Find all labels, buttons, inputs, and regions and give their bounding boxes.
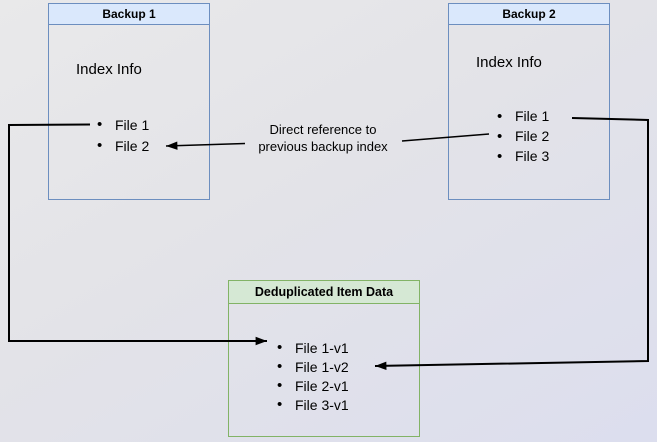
backup2-file-list: File 1 File 2 File 3 bbox=[497, 106, 549, 166]
list-item: File 1-v2 bbox=[277, 357, 349, 376]
backup1-header: Backup 1 bbox=[49, 4, 209, 25]
backup2-box: Backup 2 Index Info File 1 File 2 File 3 bbox=[448, 3, 610, 200]
list-item: File 1 bbox=[497, 106, 549, 126]
bullet-icon bbox=[277, 377, 295, 394]
backup2-title: Backup 2 bbox=[502, 7, 556, 21]
file-label: File 1 bbox=[515, 108, 550, 124]
list-item: File 3 bbox=[497, 146, 549, 166]
dedup-box: Deduplicated Item Data File 1-v1 File 1-… bbox=[228, 280, 420, 437]
backup1-file-list: File 1 File 2 bbox=[97, 114, 149, 156]
bullet-icon bbox=[277, 358, 295, 375]
backup2-index-info-label: Index Info bbox=[476, 54, 542, 71]
annotation-line-2: previous backup index bbox=[258, 139, 388, 154]
file-label: File 1 bbox=[115, 116, 150, 133]
bullet-icon bbox=[497, 148, 515, 165]
dedup-header: Deduplicated Item Data bbox=[229, 281, 419, 304]
bullet-icon bbox=[97, 137, 115, 154]
list-item: File 2-v1 bbox=[277, 376, 349, 395]
file-label: File 2 bbox=[515, 128, 550, 144]
file-label: File 2 bbox=[115, 137, 150, 154]
file-label: File 3 bbox=[515, 148, 550, 164]
bullet-icon bbox=[277, 339, 295, 356]
bullet-icon bbox=[497, 108, 515, 125]
bullet-icon bbox=[497, 128, 515, 145]
annotation-line-1: Direct reference to bbox=[269, 122, 377, 137]
file-label: File 3-v1 bbox=[295, 396, 349, 413]
arrow-annotation: Direct reference to previous backup inde… bbox=[240, 121, 406, 155]
list-item: File 2 bbox=[97, 135, 149, 156]
dedup-title: Deduplicated Item Data bbox=[254, 285, 394, 299]
list-item: File 1-v1 bbox=[277, 338, 349, 357]
list-item: File 3-v1 bbox=[277, 395, 349, 414]
file-label: File 2-v1 bbox=[295, 377, 349, 394]
list-item: File 1 bbox=[97, 114, 149, 135]
backup1-title: Backup 1 bbox=[102, 7, 156, 21]
file-label: File 1-v2 bbox=[295, 358, 349, 375]
backup1-box: Backup 1 Index Info File 1 File 2 bbox=[48, 3, 210, 200]
bullet-icon bbox=[277, 396, 295, 413]
file-label: File 1-v1 bbox=[295, 339, 349, 356]
list-item: File 2 bbox=[497, 126, 549, 146]
backup2-header: Backup 2 bbox=[449, 4, 609, 25]
dedup-file-list: File 1-v1 File 1-v2 File 2-v1 File 3-v1 bbox=[277, 338, 349, 414]
bullet-icon bbox=[97, 116, 115, 133]
backup1-index-info-label: Index Info bbox=[76, 61, 142, 78]
